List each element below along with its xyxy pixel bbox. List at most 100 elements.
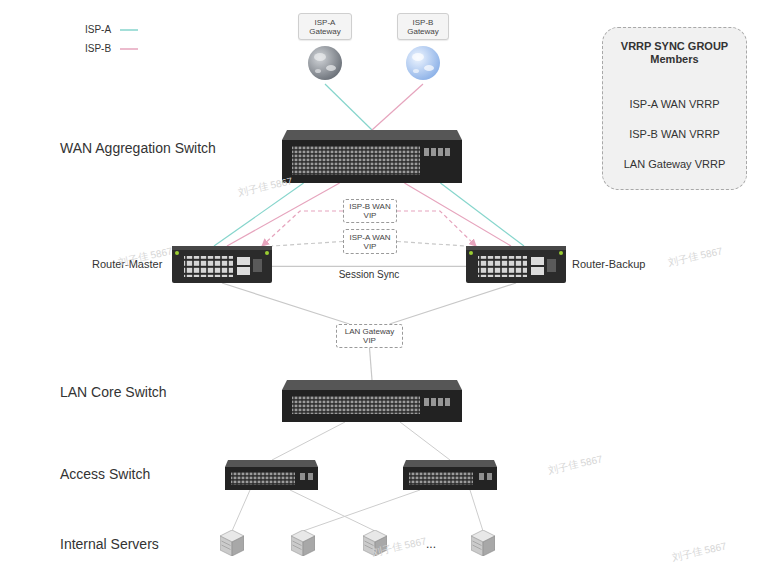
device-icon <box>282 130 462 183</box>
router-ports <box>478 256 527 277</box>
connector <box>222 283 349 324</box>
connector <box>272 266 466 267</box>
legend-text: ISP-A <box>85 24 111 35</box>
connector <box>262 211 343 246</box>
connector <box>397 242 466 247</box>
panel-text: ISP-B WAN VRRP <box>609 128 740 141</box>
switch-front <box>282 140 462 183</box>
switch-heading: WAN Aggregation Switch <box>60 140 216 156</box>
vip-label: LAN Gateway VIP <box>337 325 402 347</box>
panel-text: LAN Gateway VRRP <box>609 158 740 171</box>
router-heading: Router-Backup <box>572 258 645 270</box>
router-sfp <box>237 257 250 265</box>
link-line <box>272 422 345 460</box>
switch-module <box>308 473 313 480</box>
device-icon <box>466 246 566 283</box>
router-led <box>559 251 563 255</box>
router-top <box>172 246 272 250</box>
connector <box>272 242 343 247</box>
switch-node: WAN Aggregation Switch <box>282 130 462 183</box>
switch-module <box>424 398 429 406</box>
gateway-node: ISP-B Gateway <box>395 12 451 84</box>
watermark: 刘子佳 5867 <box>671 539 728 564</box>
switch-ports <box>231 472 295 485</box>
switch-ports <box>292 146 420 175</box>
globe-land <box>326 65 336 71</box>
vip-box: ISP-B WAN VIP <box>343 199 397 223</box>
connector <box>370 348 373 380</box>
vrrp-group-panel: VRRP SYNC GROUP MembersISP-A WAN VRRP ISP… <box>602 27 747 190</box>
switch-module <box>438 148 443 156</box>
legend-swatch <box>119 46 139 52</box>
switch-front <box>225 467 318 490</box>
access-switch-icon <box>225 460 318 490</box>
switch-front <box>403 467 497 490</box>
router-sfp <box>531 267 544 275</box>
vip-box: LAN Gateway VIP <box>336 324 403 348</box>
gateway-label: ISP-B Gateway <box>397 13 449 40</box>
server-icon <box>220 530 244 556</box>
switch-top <box>282 380 462 390</box>
switch-module <box>487 473 492 480</box>
connector <box>440 183 524 246</box>
switch-top <box>225 460 318 467</box>
watermark: 刘子佳 5867 <box>667 244 724 269</box>
server-icon <box>291 530 315 556</box>
link-line <box>470 490 483 531</box>
switch-module <box>445 148 450 156</box>
globe-land <box>314 53 326 61</box>
router-led <box>265 251 269 255</box>
switch-module <box>445 398 450 406</box>
panel-title: VRRP SYNC GROUP Members <box>609 40 740 66</box>
switch-module <box>431 148 436 156</box>
panel-text: ISP-A WAN VRRP <box>609 98 740 111</box>
legend-line <box>120 29 138 31</box>
router-led <box>469 251 473 255</box>
router-top <box>466 246 566 250</box>
row-label: Internal Servers <box>60 536 159 552</box>
connector <box>325 84 372 130</box>
link-line <box>303 490 420 531</box>
switch-module <box>431 398 436 406</box>
core-access-links <box>232 422 483 531</box>
router-body <box>466 246 566 283</box>
switch-module <box>438 398 443 406</box>
router-node: Router-Backup <box>466 246 566 283</box>
row-label: Access Switch <box>60 466 150 482</box>
watermark: 刘子佳 5867 <box>547 452 604 477</box>
connector <box>372 84 423 130</box>
switch-module <box>479 473 484 480</box>
gateway-node: ISP-A Gateway <box>296 12 354 84</box>
router-console <box>253 259 262 272</box>
router-sfp <box>531 257 544 265</box>
router-console <box>547 259 556 272</box>
server-icon <box>471 530 495 556</box>
link-line <box>232 490 250 531</box>
access-switch-icon <box>403 460 497 490</box>
device-icon <box>282 380 462 422</box>
vip-box: ISP-A WAN VIP <box>343 229 397 254</box>
router-led <box>175 251 179 255</box>
switch-node: LAN Core Switch <box>282 380 462 422</box>
globe <box>406 46 440 80</box>
gateway-label: ISP-A Gateway <box>298 13 352 40</box>
router-body <box>172 246 272 283</box>
router-node: Router-Master <box>172 246 272 283</box>
vip-label: ISP-B WAN VIP <box>344 200 396 222</box>
switch-top <box>282 130 462 140</box>
legend-line <box>120 48 138 50</box>
switch-front <box>282 390 462 422</box>
globe-land <box>413 69 419 73</box>
edge-label: Session Sync <box>339 269 400 280</box>
legend-text: ISP-B <box>85 43 111 54</box>
globe <box>308 46 342 80</box>
globe-land <box>424 65 434 71</box>
switch-module <box>424 148 429 156</box>
connector <box>404 183 511 246</box>
globe-icon <box>296 42 354 84</box>
globe-land <box>315 69 321 73</box>
switch-heading: LAN Core Switch <box>60 384 167 400</box>
switch-top <box>403 460 497 467</box>
switch-ports <box>292 396 420 414</box>
ellipsis: ... <box>426 537 436 551</box>
